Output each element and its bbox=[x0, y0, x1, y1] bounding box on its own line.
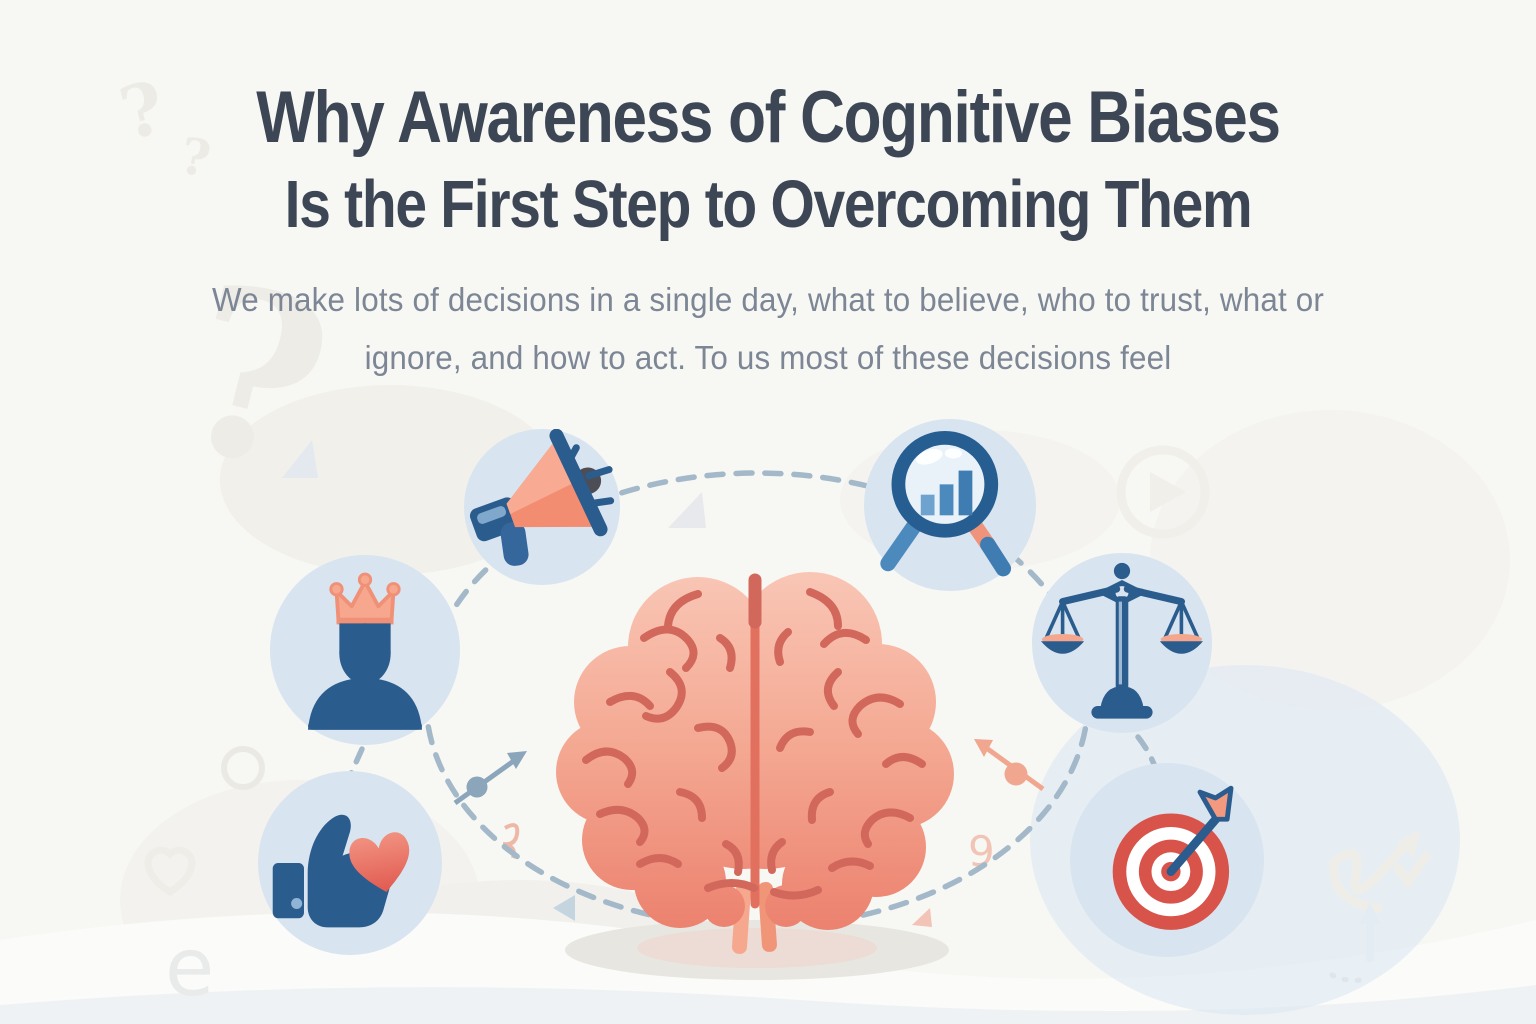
right-node-arrow bbox=[974, 739, 1045, 792]
magnifier-bar-chart-icon bbox=[880, 431, 1012, 577]
node-circle-magnifier bbox=[864, 419, 1036, 591]
cuff bbox=[272, 863, 304, 919]
megaphone-icon bbox=[469, 429, 615, 566]
triangle-decor bbox=[553, 895, 575, 921]
page-title-line-2: Is the First Step to Overcoming Them bbox=[284, 167, 1253, 242]
heart-outline-decor bbox=[144, 846, 196, 897]
play-ring-decor bbox=[1116, 445, 1210, 539]
heart bbox=[349, 832, 410, 892]
svg-text:?: ? bbox=[112, 64, 173, 157]
page-title-line-1: Why Awareness of Cognitive Biases bbox=[256, 77, 1281, 158]
dart-shaft bbox=[1166, 812, 1222, 877]
node-circle-balance-scale bbox=[1032, 553, 1212, 733]
brain-illustration bbox=[548, 552, 962, 994]
crowned-person-icon bbox=[308, 572, 422, 730]
ring-decor bbox=[221, 746, 265, 790]
left-node-arrow bbox=[453, 751, 527, 806]
person-silhouette bbox=[308, 623, 422, 730]
letter-e-decor: e bbox=[165, 921, 214, 1014]
subtitle-line-2: ignore, and how to act. To us most of th… bbox=[364, 339, 1172, 376]
triangle-decor bbox=[912, 908, 932, 927]
node-circle-thumbs-up bbox=[258, 771, 442, 955]
crown bbox=[329, 572, 401, 625]
triangle-decor bbox=[668, 492, 706, 528]
subtitle-line-1: We make lots of decisions in a single da… bbox=[211, 281, 1325, 318]
target-dart-icon bbox=[1112, 785, 1234, 930]
scribble-decor bbox=[502, 823, 520, 859]
thumb-hand bbox=[307, 814, 396, 928]
brain-shadow-pink bbox=[637, 928, 877, 968]
node-circle-crowned-person bbox=[270, 555, 460, 745]
triangle-decor bbox=[282, 440, 318, 478]
node-circle-megaphone bbox=[464, 429, 620, 585]
balance-scale-icon bbox=[1041, 562, 1203, 719]
svg-text:?: ? bbox=[176, 126, 215, 189]
curved-arrows-decor bbox=[1329, 830, 1431, 983]
thumbs-up-heart-icon bbox=[272, 814, 410, 928]
dart-fletching bbox=[1197, 785, 1234, 822]
node-circle-target bbox=[1070, 763, 1264, 957]
